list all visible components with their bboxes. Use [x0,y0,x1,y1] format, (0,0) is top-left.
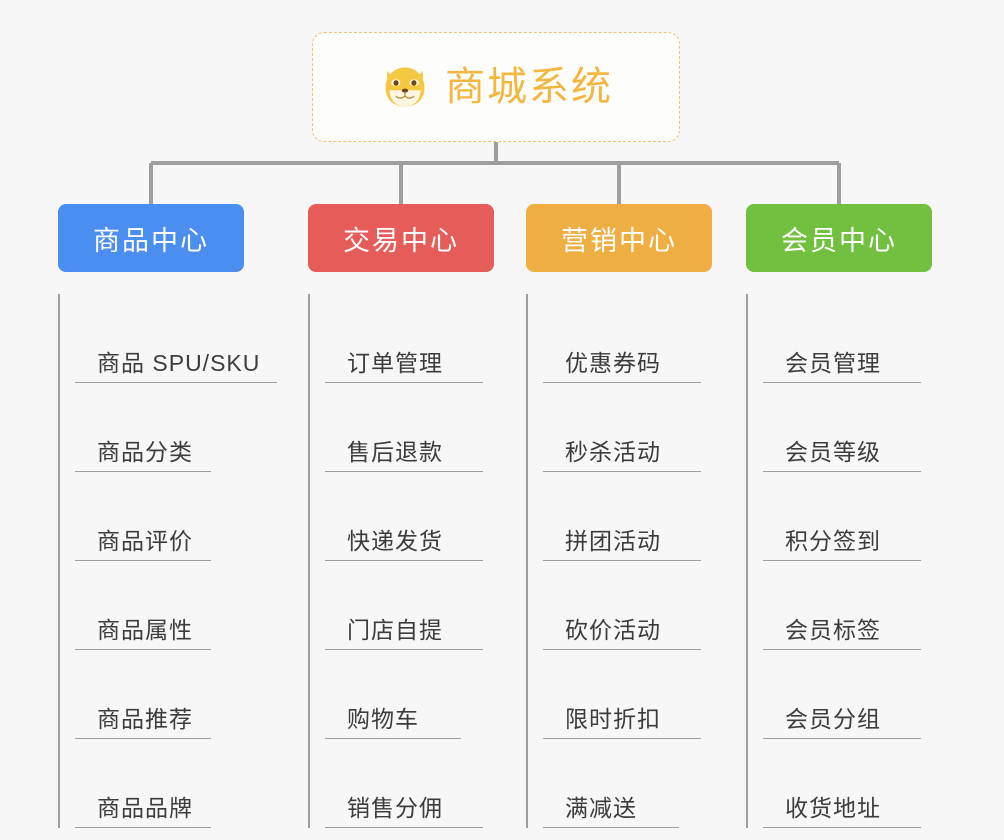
branch-label: 营销中心 [561,225,677,256]
leaf-label: 售后退款 [347,438,443,465]
leaf-item[interactable]: 商品属性 [75,561,211,650]
leaf-label: 满减送 [565,794,637,821]
leaf-label: 秒杀活动 [565,438,661,465]
leaf-label: 商品品牌 [97,794,193,821]
leaf-item[interactable]: 销售分佣 [325,739,483,828]
branch-label: 商品中心 [93,225,209,256]
leaf-item[interactable]: 商品分类 [75,383,211,472]
root-node[interactable]: 商城系统 [312,32,680,142]
leaf-item[interactable]: 满减送 [543,739,679,828]
leaf-label: 限时折扣 [565,705,661,732]
branch-item-list-member-center: 会员管理 会员等级 积分签到 会员标签 会员分组 收货地址 [746,294,921,828]
leaf-item[interactable]: 商品推荐 [75,650,211,739]
leaf-label: 订单管理 [347,349,443,376]
leaf-label: 拼团活动 [565,527,661,554]
leaf-label: 会员管理 [785,349,881,376]
branch-header-marketing-center[interactable]: 营销中心 [526,204,712,272]
leaf-item[interactable]: 购物车 [325,650,461,739]
branch-trade-center: 交易中心 订单管理 售后退款 快递发货 门店自提 购物车 销售分佣 [308,204,494,828]
leaf-item[interactable]: 商品 SPU/SKU [75,294,277,383]
leaf-item[interactable]: 优惠券码 [543,294,701,383]
branch-header-trade-center[interactable]: 交易中心 [308,204,494,272]
leaf-item[interactable]: 售后退款 [325,383,483,472]
leaf-label: 商品评价 [97,527,193,554]
leaf-item[interactable]: 砍价活动 [543,561,701,650]
shiba-dog-icon [385,67,425,107]
leaf-label: 积分签到 [785,527,881,554]
leaf-label: 商品 SPU/SKU [97,349,261,376]
leaf-label: 销售分佣 [347,794,443,821]
leaf-item[interactable]: 积分签到 [763,472,921,561]
leaf-label: 商品分类 [97,438,193,465]
leaf-label: 优惠券码 [565,349,661,376]
branch-item-list-trade-center: 订单管理 售后退款 快递发货 门店自提 购物车 销售分佣 [308,294,483,828]
leaf-item[interactable]: 商品品牌 [75,739,211,828]
branch-marketing-center: 营销中心 优惠券码 秒杀活动 拼团活动 砍价活动 限时折扣 满减送 [526,204,712,828]
leaf-label: 商品属性 [97,616,193,643]
leaf-label: 收货地址 [785,794,881,821]
leaf-item[interactable]: 收货地址 [763,739,921,828]
branch-label: 交易中心 [343,225,459,256]
leaf-item[interactable]: 会员标签 [763,561,921,650]
leaf-label: 商品推荐 [97,705,193,732]
branch-header-member-center[interactable]: 会员中心 [746,204,932,272]
branch-member-center: 会员中心 会员管理 会员等级 积分签到 会员标签 会员分组 收货地址 [746,204,932,828]
leaf-item[interactable]: 商品评价 [75,472,211,561]
branch-header-product-center[interactable]: 商品中心 [58,204,244,272]
leaf-item[interactable]: 秒杀活动 [543,383,701,472]
leaf-item[interactable]: 会员分组 [763,650,921,739]
leaf-label: 会员分组 [785,705,881,732]
root-title: 商城系统 [445,65,613,109]
leaf-label: 门店自提 [347,616,443,643]
leaf-label: 砍价活动 [565,616,661,643]
branch-label: 会员中心 [781,225,897,256]
leaf-item[interactable]: 会员等级 [763,383,921,472]
leaf-label: 会员标签 [785,616,881,643]
branch-item-list-product-center: 商品 SPU/SKU 商品分类 商品评价 商品属性 商品推荐 商品品牌 [58,294,277,828]
leaf-label: 会员等级 [785,438,881,465]
leaf-item[interactable]: 拼团活动 [543,472,701,561]
leaf-item[interactable]: 会员管理 [763,294,921,383]
leaf-item[interactable]: 门店自提 [325,561,483,650]
branch-item-list-marketing-center: 优惠券码 秒杀活动 拼团活动 砍价活动 限时折扣 满减送 [526,294,701,828]
branch-product-center: 商品中心 商品 SPU/SKU 商品分类 商品评价 商品属性 商品推荐 商品品牌 [58,204,277,828]
leaf-label: 快递发货 [347,527,443,554]
leaf-item[interactable]: 快递发货 [325,472,483,561]
leaf-item[interactable]: 限时折扣 [543,650,701,739]
leaf-label: 购物车 [347,705,419,732]
leaf-item[interactable]: 订单管理 [325,294,483,383]
